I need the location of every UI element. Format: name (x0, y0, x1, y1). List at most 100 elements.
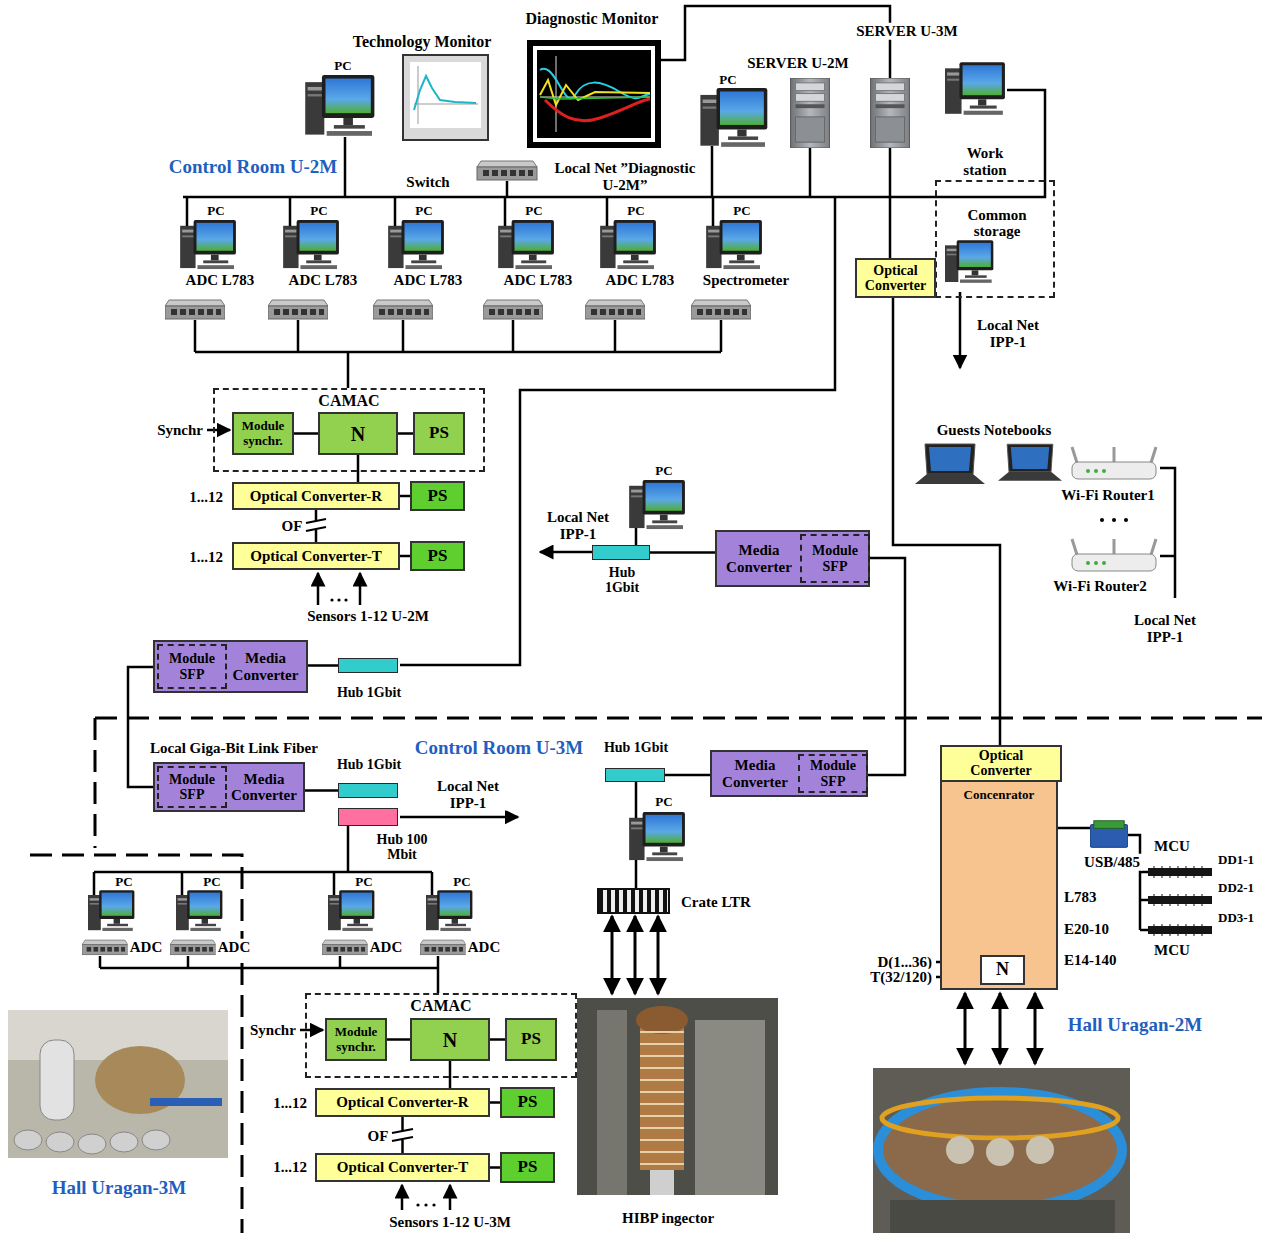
wire-part (100, 956, 438, 993)
technology-monitor-part (414, 66, 478, 124)
text-area: CAMAC (215, 391, 483, 411)
node-text: Optical Converter-T (250, 548, 382, 565)
node-text: Crate LTR (681, 894, 751, 911)
text-label: Synchr (248, 1022, 298, 1039)
double-arrow-part (1034, 993, 1037, 1064)
uragan-photo-part (882, 1098, 1118, 1138)
pc-icon-part (176, 890, 222, 931)
chip-icon-part (1148, 924, 1212, 936)
hall-photo-part (8, 1010, 228, 1158)
connector (490, 1038, 505, 1041)
wire-part (400, 197, 835, 665)
text-label: ADC (216, 939, 253, 956)
text-label: PC (653, 795, 674, 809)
sfp-module: Module SFP (798, 754, 868, 793)
uragan-photo-part (1026, 1136, 1054, 1164)
pc-icon-part (945, 62, 1005, 115)
hibp-photo-part (636, 1006, 688, 1034)
pc-icon-part (388, 220, 444, 269)
text-label: HIBP ingector (620, 1210, 716, 1227)
node-text: Module synchr. (329, 1025, 383, 1054)
diagnostic-monitor-part (540, 97, 650, 99)
diagnostic-monitor-part (537, 50, 651, 138)
text-label: Wi-Fi Router1 (1059, 487, 1156, 504)
camac-crate: CAMACModule synchr.NPS (213, 388, 485, 472)
text-label: PC (731, 204, 752, 218)
node-text: Hub 1Gbit (337, 685, 401, 700)
text-area: Module SFP (802, 536, 868, 581)
text-label: PC (205, 204, 226, 218)
connector (305, 789, 338, 792)
room-border-part (94, 718, 97, 848)
text-label: Guests Notebooks (935, 422, 1054, 439)
node-text: Media Converter (714, 757, 796, 790)
crate-box: Crate LTR (597, 888, 670, 914)
connector (294, 432, 318, 435)
fiber-break-part (392, 1129, 413, 1141)
text-label: PC (717, 73, 738, 87)
storage-group: Common storage (935, 180, 1055, 298)
dots-part (1100, 518, 1104, 522)
switch-icon-part (268, 300, 328, 319)
connector (490, 1101, 500, 1104)
text-label: MCU (1152, 838, 1192, 855)
hub-box: Hub 100 Mbit (338, 808, 398, 826)
node-text: PS (521, 1030, 541, 1049)
hall-photo-part (14, 1130, 42, 1150)
wire-part (1160, 468, 1175, 598)
node-text: PS (429, 424, 449, 443)
text-label: L783 (1062, 889, 1099, 906)
text-area: Optical Converter-T (234, 544, 398, 568)
diagnostic-monitor (527, 40, 661, 148)
node-text: Module SFP (804, 543, 866, 574)
wire-part (195, 320, 721, 352)
text-label: Control Room U-2M (167, 157, 340, 178)
text-label: PC (353, 875, 374, 889)
text-label: PC (653, 464, 674, 478)
chip-icon (1148, 866, 1212, 936)
switch-icon-part (477, 161, 537, 180)
module-box: N (980, 955, 1025, 985)
text-area: CAMAC (307, 996, 575, 1016)
dots-part (337, 598, 340, 601)
text-label: ADC L783 (287, 272, 360, 289)
text-label: Switch (404, 174, 451, 191)
text-area: Common storage (957, 206, 1037, 240)
connector (400, 555, 410, 558)
connector (868, 558, 905, 775)
pc-icon-part (328, 890, 374, 931)
text-label: E14-140 (1062, 952, 1119, 969)
media-converter: Media ConverterModule SFP (153, 640, 308, 693)
hibp-photo-part (640, 1032, 684, 1164)
technology-monitor-part (403, 55, 488, 140)
technology-monitor (403, 55, 488, 140)
pc-icon-part (498, 220, 554, 269)
power-supply-box: PS (410, 541, 465, 571)
switch-icon-part (322, 940, 368, 955)
text-label: Local Net IPP-1 (966, 317, 1050, 350)
text-label: 1...12 (187, 489, 225, 506)
laptop-icon (915, 444, 1062, 484)
node-text: Concenrator (964, 788, 1035, 802)
text-label: USB/485 (1082, 854, 1142, 871)
power-supply-box: PS (505, 1018, 557, 1061)
hibp-photo-part (577, 998, 778, 1195)
connector (650, 551, 715, 554)
text-label: E20-10 (1062, 921, 1111, 938)
text-label: Sensors 1-12 U-2M (305, 608, 431, 625)
diagnostic-monitor-part (533, 46, 655, 142)
text-label: Spectrometer (701, 272, 791, 289)
switch-icon-part (373, 300, 433, 319)
power-supply-box: PS (410, 481, 465, 511)
server-icon-part (791, 78, 830, 148)
wire-part (661, 6, 890, 78)
switch-icon-part (585, 300, 645, 319)
double-arrow-part (999, 993, 1002, 1064)
wire-part (347, 352, 350, 388)
wire-part (187, 197, 713, 226)
text-label: PC (332, 59, 353, 73)
text-label: PC (113, 875, 134, 889)
text-label: Local Net IPP-1 (536, 509, 620, 542)
hub-box: Hub 1Gbit (592, 545, 650, 560)
pc-icon-part (945, 240, 993, 283)
